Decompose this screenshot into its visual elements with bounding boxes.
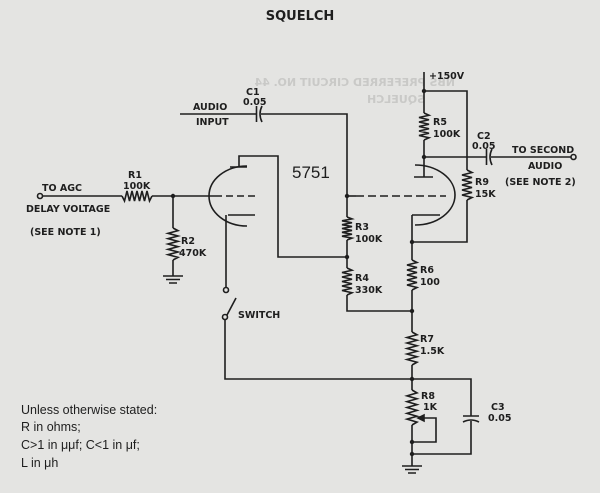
component-label: R7: [420, 334, 434, 345]
component-label: R3: [355, 222, 369, 233]
component-label: SQUELCH: [367, 93, 425, 106]
junction-dot: [409, 376, 415, 382]
agc-note: (SEE NOTE 1): [30, 227, 101, 238]
resistor-r5: [418, 112, 432, 141]
component-label: NBS PREFERRED CIRCUIT NO. 44: [254, 76, 455, 89]
component-label: Unless otherwise stated:: [21, 403, 157, 417]
component-label: R4: [355, 273, 369, 284]
resistor-r3: [341, 216, 355, 241]
audio-input-label-2: INPUT: [196, 117, 229, 128]
component-label: 100K: [355, 234, 383, 245]
junction-dot: [344, 193, 350, 199]
component-label: 100K: [433, 129, 461, 140]
component-label: 1K: [423, 402, 438, 413]
agc-label-2: DELAY VOLTAGE: [26, 204, 110, 215]
output-label: TO SECOND: [512, 145, 574, 156]
supply-label: +150V: [429, 71, 465, 82]
component-label: C3: [491, 402, 505, 413]
component-label: R8: [421, 391, 435, 402]
component-label: 15K: [475, 189, 496, 200]
tube-type-label: 5751: [292, 163, 330, 182]
vacuum-tube-left: [208, 165, 258, 227]
output-note: (SEE NOTE 2): [505, 177, 576, 188]
component-label: L in μh: [21, 456, 58, 470]
junction-dot: [409, 239, 415, 245]
resistor-r2: [164, 227, 182, 261]
junction-dot: [409, 308, 415, 314]
units-note: Unless otherwise stated: R in ohms; C>1 …: [21, 403, 157, 470]
resistor-r4: [341, 267, 355, 296]
component-label: C2: [477, 131, 491, 142]
diagram-title: SQUELCH: [266, 9, 335, 24]
component-label: 100K: [123, 181, 151, 192]
resistor-r9: [461, 169, 475, 201]
audio-input-label: AUDIO: [193, 102, 227, 113]
resistor-r8: [404, 389, 420, 426]
switch-label: SWITCH: [238, 310, 280, 321]
component-label: R1: [128, 170, 142, 181]
component-label: 0.05: [243, 97, 266, 108]
bleed-through-watermark: NBS PREFERRED CIRCUIT NO. 44 SQUELCH: [254, 76, 455, 106]
vacuum-tube-right: [356, 164, 456, 226]
component-label: 100: [420, 277, 440, 288]
component-label: 0.05: [472, 141, 495, 152]
junction-dot: [421, 88, 427, 94]
component-label: 330K: [355, 285, 383, 296]
component-label: R in ohms;: [21, 420, 81, 434]
component-label: R2: [181, 236, 195, 247]
resistor-r7: [403, 331, 421, 366]
resistor-r6: [406, 259, 420, 291]
junction-dot: [409, 439, 415, 445]
component-label: C1: [246, 87, 260, 98]
junction-dot: [421, 154, 427, 160]
component-label: R9: [475, 177, 489, 188]
component-label: R5: [433, 117, 447, 128]
component-label: 0.05: [488, 413, 511, 424]
component-labels: R1 100K R2 470K C1 0.05 R3 100K R4 330K …: [123, 87, 511, 424]
component-label: 1.5K: [420, 346, 445, 357]
component-label: C>1 in μμf; C<1 in μf;: [21, 438, 140, 452]
component-label: 470K: [179, 248, 207, 259]
junction-dot: [344, 254, 350, 260]
resistor-r1: [121, 190, 153, 204]
agc-label: TO AGC: [42, 183, 82, 194]
junction-dot: [409, 451, 415, 457]
output-label-2: AUDIO: [528, 161, 562, 172]
junction-dot: [170, 193, 176, 199]
component-label: R6: [420, 265, 434, 276]
